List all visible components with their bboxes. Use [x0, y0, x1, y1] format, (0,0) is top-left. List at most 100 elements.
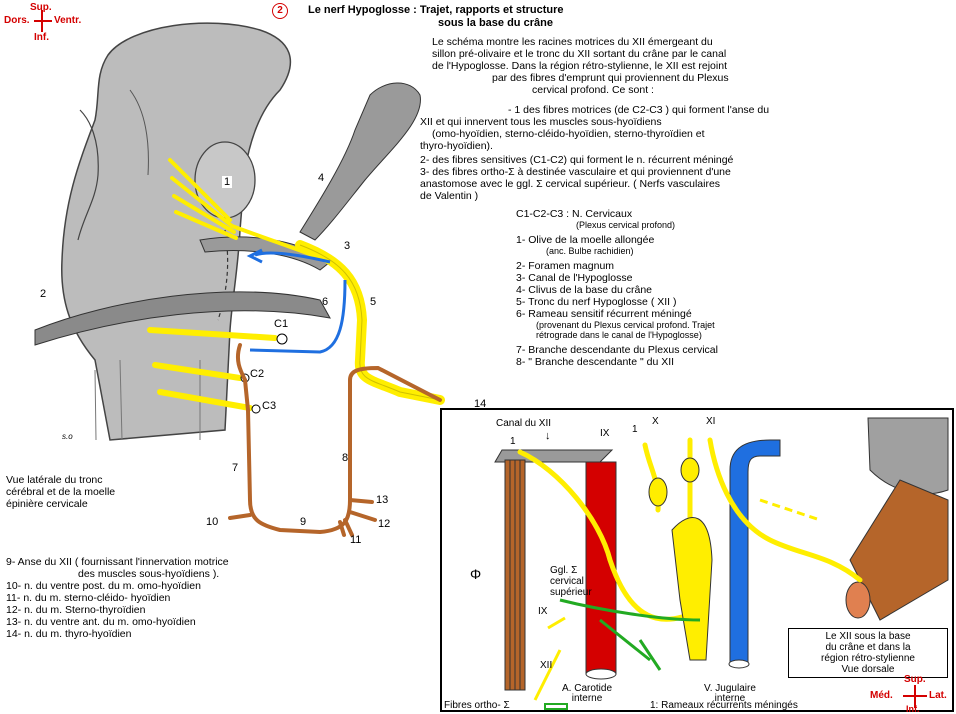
- intro-item3-line: de Valentin ): [420, 190, 479, 202]
- intro-text: Le schéma montre les racines motrices du…: [432, 36, 729, 96]
- recurrent-meningeal-branch: [249, 251, 347, 354]
- bottom-legend-item9: 9- Anse du XII ( fournissant l'innervati…: [6, 556, 229, 568]
- bottom-legend-item14: 14- n. du m. thyro-hyoïdien: [6, 628, 132, 640]
- inset-rameaux-label: 1: Rameaux récurrents méningés: [650, 700, 798, 711]
- inset-carotid-label: A. Carotide interne: [562, 684, 612, 704]
- inset-jugular-line: V. Jugulaire: [704, 683, 756, 694]
- intro-item1-line: (omo-hyoïdien, sterno-cléido-hyoïdien, s…: [432, 128, 705, 140]
- intro-line: de l'Hypoglosse. Dans la région rétro-st…: [432, 60, 727, 72]
- bottom-legend-item9b: des muscles sous-hyoïdiens ).: [78, 568, 220, 580]
- intro-item1: - 1 des fibres motrices (de C2-C3 ) qui …: [420, 104, 769, 152]
- label-12: 12: [378, 518, 391, 530]
- inset-canal-label: Canal du XII: [496, 418, 552, 429]
- hypoglossal-roots: [168, 158, 322, 260]
- label-11: 11: [350, 534, 362, 546]
- legend-item8: 8- " Branche descendante " du XII: [516, 356, 675, 368]
- section-number-text: 2: [277, 5, 283, 16]
- lateral-view-caption: Vue latérale du tronc cérébral et de la …: [6, 474, 115, 510]
- intro-item3-line: 3- des fibres ortho-Σ à destinée vascula…: [420, 166, 731, 178]
- page-subtitle: sous la base du crâne: [438, 17, 553, 29]
- legend-item5: 5- Tronc du nerf Hypoglosse ( XII ): [516, 296, 677, 308]
- label-8: 8: [342, 452, 349, 464]
- label-2: 2: [40, 288, 47, 300]
- label-c3: C3: [262, 400, 277, 412]
- inset-jugular-label: V. Jugulaire interne: [704, 684, 756, 704]
- inset-carotid-line: interne: [571, 693, 603, 704]
- clivus: [299, 82, 421, 241]
- intro-line: sillon pré-olivaire et le tronc du XII s…: [432, 48, 727, 60]
- inset-orientation-inf: Inf.: [906, 704, 920, 714]
- inset-caption-line: Le XII sous la base: [825, 631, 911, 642]
- lateral-view-line: épinière cervicale: [6, 498, 88, 510]
- inset-jugular: [729, 439, 781, 665]
- bottom-legend-item13: 13- n. du ventre ant. du m. omo-hyoïdien: [6, 616, 196, 628]
- label-4: 4: [318, 172, 325, 184]
- legend-item1: 1- Olive de la moelle allongée: [516, 234, 655, 246]
- legend-item3: 3- Canal de l'Hypoglosse: [516, 272, 633, 284]
- intro-line: par des fibres d'emprunt qui proviennent…: [492, 72, 729, 84]
- label-c1: C1: [274, 318, 289, 330]
- inset-label-phi: Φ: [470, 566, 482, 582]
- intro-item1-line: - 1 des fibres motrices (de C2-C3 ) qui …: [508, 104, 770, 116]
- cervical-nerves: [147, 327, 278, 411]
- label-10: 10: [206, 516, 219, 528]
- inset-orientation-med: Méd.: [870, 690, 893, 701]
- orientation-cross-main: [34, 10, 52, 32]
- intro-item2: 2- des fibres sensitives (C1-C2) qui for…: [420, 154, 734, 166]
- inset-muscle-left: [504, 459, 526, 691]
- legend-item4: 4- Clivus de la base du crâne: [516, 284, 652, 296]
- label-13: 13: [376, 494, 389, 506]
- legend-item6: 6- Rameau sensitif récurrent méningé: [516, 308, 692, 320]
- inset-label-xi: XI: [706, 416, 716, 427]
- inset-caption-box: Le XII sous la base du crâne et dans la …: [788, 628, 948, 678]
- inset-ganglion-label: Ggl. Σ cervical supérieur: [550, 565, 592, 598]
- bottom-legend-item11: 11- n. du m. sterno-cléido- hyoïdien: [6, 592, 171, 604]
- inset-orientation-sup: Sup.: [904, 674, 926, 685]
- legend-c-line1: C1-C2-C3 : N. Cervicaux: [516, 208, 633, 220]
- orientation-sup: Sup.: [30, 2, 52, 13]
- bottom-legend-item12: 12- n. du m. Sterno-thyroïdien: [6, 604, 146, 616]
- page-title: Le nerf Hypoglosse : Trajet, rapports et…: [308, 4, 564, 16]
- label-1: 1: [222, 176, 233, 188]
- label-9: 9: [300, 516, 307, 528]
- section-number: 2: [272, 3, 288, 19]
- intro-line: cervical profond. Ce sont :: [532, 84, 654, 96]
- intro-item3: 3- des fibres ortho-Σ à destinée vascula…: [420, 166, 731, 202]
- intro-item3-line: anastomose avec le ggl. Σ cervical supér…: [420, 178, 721, 190]
- legend-item7: 7- Branche descendante du Plexus cervica…: [516, 344, 718, 356]
- label-c2: C2: [250, 368, 265, 380]
- artist-signature: s.o: [62, 432, 73, 441]
- legend-item6c: rétrograde dans le canal de l'Hypoglosse…: [536, 330, 702, 340]
- label-3: 3: [344, 240, 351, 252]
- inset-label-ix-top: IX: [600, 428, 610, 439]
- legend-item1b: (anc. Bulbe rachidien): [546, 246, 634, 256]
- legend-c-line2: (Plexus cervical profond): [576, 220, 676, 230]
- inset-ganglion-line: Ggl. Σ: [550, 565, 578, 576]
- lateral-view-line: Vue latérale du tronc: [6, 474, 103, 486]
- inset-label-ix-bottom: IX: [538, 606, 548, 617]
- intro-item1-line: thyro-hyoïdien).: [420, 140, 493, 152]
- orientation-ventr: Ventr.: [54, 15, 82, 26]
- lateral-view-line: cérébral et de la moelle: [6, 486, 116, 498]
- inset-label-x: X: [652, 416, 659, 427]
- label-5: 5: [370, 296, 377, 308]
- ansa-hypoglossi: [228, 343, 442, 537]
- inset-label-1a: 1: [510, 436, 516, 447]
- inset-fibres-label: Fibres ortho- Σ: [444, 700, 510, 711]
- inset-jugular-line: interne: [714, 693, 746, 704]
- intro-line: Le schéma montre les racines motrices du…: [432, 36, 713, 48]
- inset-caption-line: du crâne et dans la: [825, 642, 911, 653]
- bottom-legend: 9- Anse du XII ( fournissant l'innervati…: [6, 556, 229, 640]
- orientation-inf: Inf.: [34, 32, 49, 43]
- bottom-legend-item10: 10- n. du ventre post. du m. omo-hyoïdie…: [6, 580, 201, 592]
- label-6: 6: [322, 296, 329, 308]
- inset-canal-arrow: ↓: [545, 430, 551, 442]
- intro-item1-line: XII et qui innervent tous les muscles so…: [420, 116, 662, 128]
- orientation-dors: Dors.: [4, 15, 30, 26]
- legend-main: C1-C2-C3 : N. Cervicaux (Plexus cervical…: [516, 208, 718, 368]
- label-14: 14: [474, 398, 487, 410]
- inset-caption-line: Vue dorsale: [841, 664, 895, 675]
- legend-item2: 2- Foramen magnum: [516, 260, 615, 272]
- foramen-magnum: [34, 236, 331, 346]
